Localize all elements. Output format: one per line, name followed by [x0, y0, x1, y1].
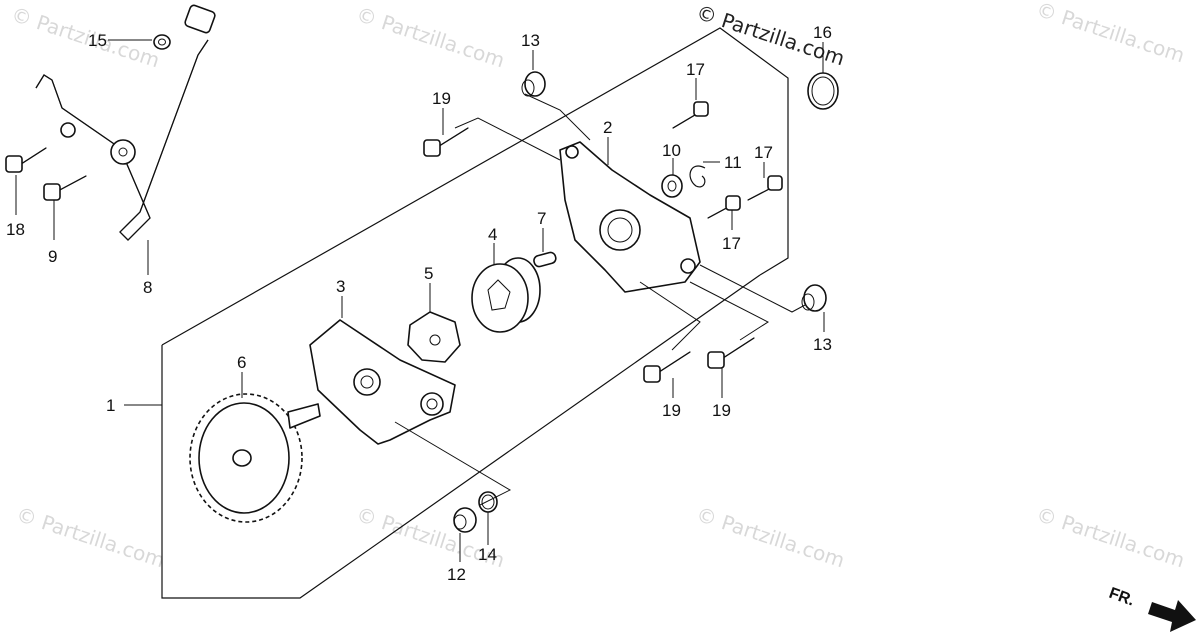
dowel-pin-part-7	[533, 251, 557, 268]
callout-3: 3	[336, 277, 345, 296]
watermark: © Partzilla.com	[1033, 502, 1187, 573]
clip-part-14	[478, 491, 498, 513]
watermark: © Partzilla.com	[353, 2, 507, 73]
callout-17-right: 17	[754, 143, 773, 162]
pump-body-part-3	[309, 319, 456, 445]
front-direction-label: FR.	[1107, 585, 1137, 610]
assembly-outline	[161, 27, 789, 599]
callout-17-lower: 17	[722, 234, 741, 253]
pump-cover-part-2	[559, 141, 701, 293]
callout-19-lower-left: 19	[662, 401, 681, 420]
callout-6: 6	[237, 353, 246, 372]
watermark-layer: © Partzilla.com © Partzilla.com © Partzi…	[8, 0, 1187, 572]
bolt-part-19-lower-left	[643, 351, 691, 383]
callout-19-lower-right: 19	[712, 401, 731, 420]
callout-7: 7	[537, 209, 546, 228]
washer-part-10	[661, 174, 683, 198]
callout-1: 1	[106, 396, 115, 415]
watermark: © Partzilla.com	[13, 502, 167, 573]
bolt-part-18	[5, 147, 47, 173]
callout-9: 9	[48, 247, 57, 266]
callout-16: 16	[813, 23, 832, 42]
callout-14: 14	[478, 545, 497, 564]
o-ring-part-16	[807, 72, 839, 110]
collar-part-12	[453, 507, 477, 533]
callout-8: 8	[143, 278, 152, 297]
callout-13-top: 13	[521, 31, 540, 50]
callout-17-top: 17	[686, 60, 705, 79]
bolt-part-19-lower-right	[707, 337, 755, 369]
watermark: © Partzilla.com	[693, 502, 847, 573]
callout-10: 10	[662, 141, 681, 160]
callout-11: 11	[724, 153, 742, 172]
inner-rotor-part-5	[407, 311, 461, 363]
bolt-part-17-lower	[707, 195, 741, 219]
callout-15: 15	[88, 31, 107, 50]
arrow-right-icon	[1148, 600, 1196, 632]
watermark: © Partzilla.com	[8, 2, 162, 73]
oil-pipe-part-8	[35, 4, 216, 241]
washer-part-15	[153, 34, 171, 50]
bolt-part-9	[43, 175, 87, 201]
bolt-part-19-upper	[423, 127, 469, 157]
bolt-part-17-right	[747, 175, 783, 201]
callout-labels: 1 2 3 4 5 6 7 8 9 10 11 12 13 13 14 15 1…	[6, 23, 832, 584]
collar-part-13-upper	[521, 71, 546, 97]
callout-4: 4	[488, 225, 497, 244]
watermark: © Partzilla.com	[1033, 0, 1187, 67]
clip-part-11	[689, 165, 706, 188]
callout-18: 18	[6, 220, 25, 239]
front-direction-arrow: FR.	[1107, 585, 1196, 632]
collar-part-13-lower	[801, 284, 827, 312]
outer-rotor-part-4	[471, 257, 541, 333]
callout-13-right: 13	[813, 335, 832, 354]
drive-gear-part-6	[189, 393, 321, 523]
bolt-part-17-upper	[672, 101, 709, 129]
callout-5: 5	[424, 264, 433, 283]
callout-19-top: 19	[432, 89, 451, 108]
callout-2: 2	[603, 118, 612, 137]
leader-lines	[15, 39, 825, 562]
callout-12: 12	[447, 565, 466, 584]
